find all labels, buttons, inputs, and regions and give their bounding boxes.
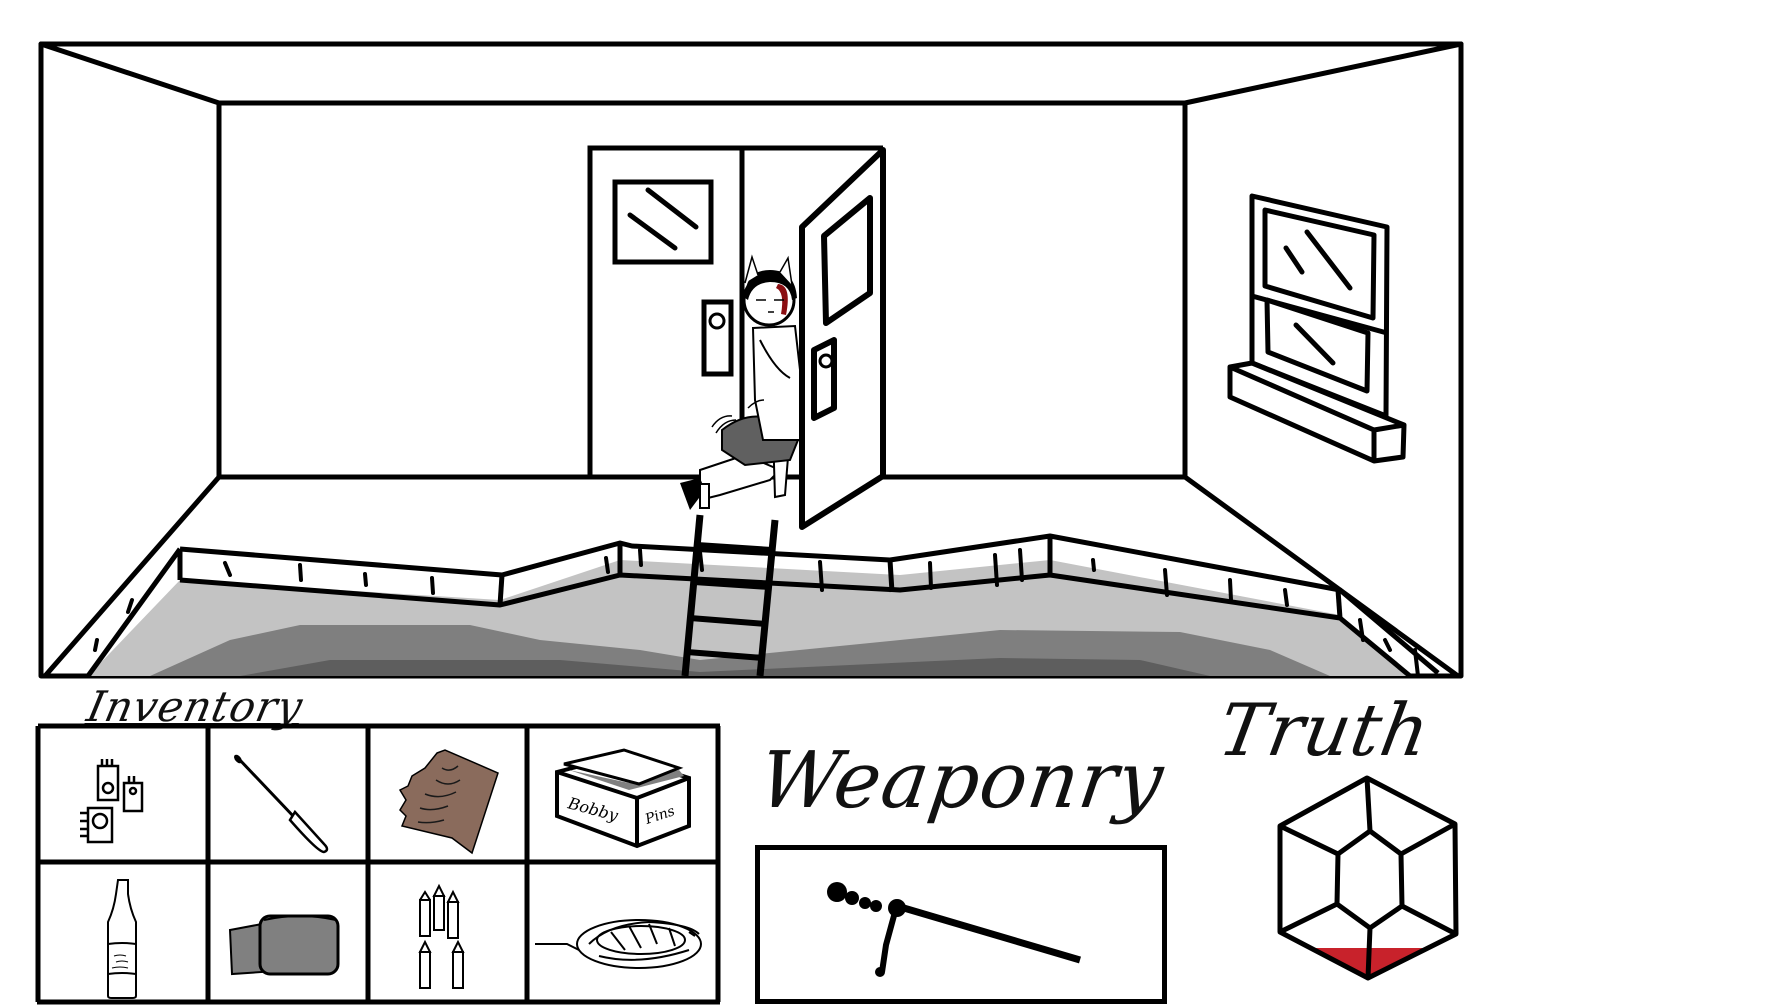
inventory-slot-bobby-pins-box[interactable]: Bobby Pins (529, 728, 716, 860)
inventory-slot-circuit-modules[interactable] (40, 728, 206, 860)
inventory-slot-bullets[interactable] (370, 864, 525, 1000)
bobby-pins-box-icon: Bobby Pins (555, 748, 691, 849)
ledge-corner-1 (497, 574, 505, 606)
window[interactable] (1227, 193, 1407, 464)
ledge-top (179, 533, 1440, 675)
truth-gauge (1277, 775, 1459, 981)
torn-paper-icon (398, 749, 499, 855)
hair-accent (776, 284, 788, 315)
cat-ear-right (779, 255, 793, 286)
floor-edge-left (42, 474, 222, 679)
inventory-slot-duct-tape[interactable] (210, 864, 366, 1000)
inventory-slot-torn-paper[interactable] (370, 728, 525, 860)
bottle-icon (107, 879, 137, 999)
truth-title: Truth (1212, 688, 1437, 772)
weapon-slot-rifle[interactable] (755, 845, 1167, 1004)
floor-edge-right (1182, 474, 1461, 679)
inventory-slot-screwdriver[interactable] (210, 728, 366, 860)
weaponry-title: Weaponry (753, 736, 1170, 826)
inventory-slot-rope[interactable] (529, 864, 716, 1000)
motion-lines (711, 399, 765, 434)
inventory-title: Inventory (82, 682, 308, 731)
truth-gem-facets (1278, 777, 1458, 979)
open-door[interactable] (799, 147, 886, 530)
pit-floor-dark (240, 658, 1210, 676)
ladder[interactable] (681, 514, 779, 677)
bullets-icon (418, 883, 465, 989)
character[interactable] (680, 254, 810, 510)
ceiling-edge-left (38, 41, 222, 106)
inventory-slot-bottle[interactable] (40, 864, 206, 1000)
ceiling-edge-right (1182, 41, 1464, 106)
ledge-corner-3 (887, 559, 895, 593)
rifle-icon (827, 882, 1081, 977)
screwdriver-icon (234, 754, 329, 854)
room-frame (38, 41, 1464, 679)
circuit-modules-icon (80, 759, 144, 844)
duct-tape-icon (228, 914, 340, 976)
truth-gem-inner (1334, 828, 1405, 931)
ledge-corner-5 (1335, 589, 1343, 619)
floor-pit[interactable] (88, 560, 1410, 676)
cat-ear-left (744, 254, 759, 284)
rope-icon (535, 919, 702, 969)
ledge-left-side (85, 547, 183, 678)
